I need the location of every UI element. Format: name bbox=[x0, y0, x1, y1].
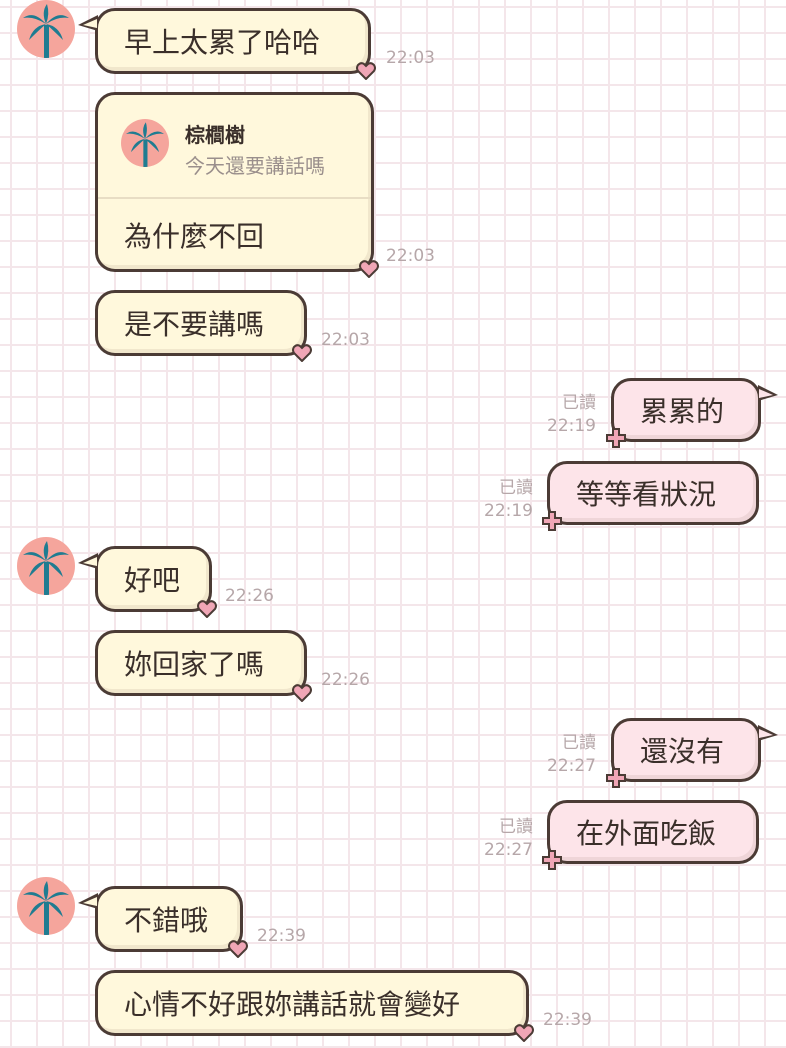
read-label: 已讀 bbox=[562, 393, 596, 413]
message-bubble-incoming[interactable]: 好吧 bbox=[78, 546, 217, 618]
read-label: 已讀 bbox=[562, 733, 596, 753]
quoted-avatar bbox=[121, 119, 169, 167]
contact-avatar[interactable] bbox=[17, 537, 75, 595]
quoted-text: 今天還要講話嗎 bbox=[185, 154, 325, 178]
message-bubble-incoming[interactable]: 不錯哦 bbox=[78, 886, 248, 958]
heart-icon bbox=[359, 260, 379, 278]
palm-tree-icon bbox=[23, 881, 69, 935]
message-text: 在外面吃飯 bbox=[576, 817, 717, 850]
message-text: 是不要講嗎 bbox=[124, 308, 265, 341]
message-text: 好吧 bbox=[124, 564, 181, 597]
read-receipt: 已讀 22:19 bbox=[484, 477, 533, 523]
message-timestamp: 22:03 bbox=[321, 330, 370, 350]
bubble-tail bbox=[78, 553, 98, 569]
message-text: 早上太累了哈哈 bbox=[124, 26, 321, 59]
heart-icon bbox=[356, 62, 376, 80]
contact-avatar[interactable] bbox=[17, 877, 75, 935]
message-bubble-outgoing[interactable]: 累累的 bbox=[606, 378, 778, 448]
message-text: 等等看狀況 bbox=[576, 478, 717, 511]
heart-icon bbox=[292, 344, 312, 362]
message-text: 累累的 bbox=[640, 395, 725, 428]
message-text: 妳回家了嗎 bbox=[124, 648, 265, 681]
read-label: 已讀 bbox=[499, 817, 533, 837]
message-timestamp: 22:39 bbox=[257, 926, 306, 946]
palm-tree-icon bbox=[23, 541, 69, 595]
message-bubble-incoming[interactable]: 早上太累了哈哈 bbox=[78, 8, 376, 80]
read-receipt: 已讀 22:27 bbox=[484, 816, 533, 862]
message-text: 心情不好跟妳講話就會變好 bbox=[124, 988, 461, 1021]
sparkle-plus-icon bbox=[542, 850, 562, 870]
message-bubble-incoming[interactable]: 是不要講嗎 bbox=[95, 290, 312, 362]
message-timestamp: 22:19 bbox=[547, 416, 596, 436]
read-receipt: 已讀 22:27 bbox=[547, 732, 596, 778]
quoted-message[interactable]: 棕櫚樹 今天還要講話嗎 bbox=[118, 115, 361, 185]
palm-tree-icon bbox=[125, 122, 165, 167]
message-timestamp: 22:03 bbox=[386, 48, 435, 68]
message-timestamp: 22:03 bbox=[386, 246, 435, 266]
heart-icon bbox=[514, 1024, 534, 1042]
message-timestamp: 22:27 bbox=[484, 840, 533, 860]
read-receipt: 已讀 22:19 bbox=[547, 392, 596, 438]
contact-avatar[interactable] bbox=[17, 0, 75, 58]
sparkle-plus-icon bbox=[606, 428, 626, 448]
palm-tree-icon bbox=[23, 4, 69, 58]
message-timestamp: 22:26 bbox=[225, 586, 274, 606]
reply-message-card[interactable]: 棕櫚樹 今天還要講話嗎 為什麼不回 bbox=[95, 92, 379, 278]
message-timestamp: 22:19 bbox=[484, 501, 533, 521]
message-bubble-outgoing[interactable]: 還沒有 bbox=[606, 718, 778, 788]
message-text: 不錯哦 bbox=[124, 904, 209, 937]
message-timestamp: 22:26 bbox=[321, 670, 370, 690]
message-text: 還沒有 bbox=[640, 735, 725, 768]
bubble-tail bbox=[78, 15, 98, 31]
quoted-sender-name: 棕櫚樹 bbox=[185, 123, 245, 147]
message-text: 為什麼不回 bbox=[124, 220, 265, 253]
message-timestamp: 22:39 bbox=[543, 1010, 592, 1030]
message-timestamp: 22:27 bbox=[547, 756, 596, 776]
sparkle-plus-icon bbox=[542, 511, 562, 531]
bubble-tail bbox=[758, 725, 778, 741]
message-bubble-incoming[interactable]: 心情不好跟妳講話就會變好 bbox=[95, 970, 534, 1042]
message-bubble-outgoing[interactable]: 在外面吃飯 bbox=[542, 800, 759, 870]
bubble-tail bbox=[78, 893, 98, 909]
heart-icon bbox=[197, 600, 217, 618]
heart-icon bbox=[228, 940, 248, 958]
message-bubble-incoming[interactable]: 妳回家了嗎 bbox=[95, 630, 312, 702]
reply-divider bbox=[98, 197, 371, 199]
sparkle-plus-icon bbox=[606, 768, 626, 788]
read-label: 已讀 bbox=[499, 478, 533, 498]
bubble-tail bbox=[758, 385, 778, 401]
message-bubble-outgoing[interactable]: 等等看狀況 bbox=[542, 461, 759, 531]
heart-icon bbox=[292, 684, 312, 702]
